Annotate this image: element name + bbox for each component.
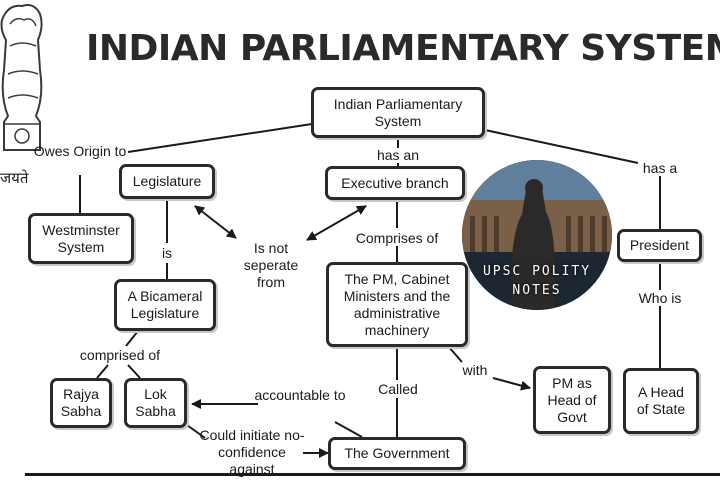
link-no-confidence-against: Could initiate no-confidence against	[199, 427, 305, 477]
arrow-with-pmhead	[492, 377, 531, 391]
link-called: Called	[378, 381, 418, 397]
line-comprised-rajya	[96, 364, 109, 379]
emblem-motto-text: जयते	[0, 170, 29, 187]
bottom-divider	[25, 473, 720, 476]
node-lok-sabha: Lok Sabha	[124, 378, 187, 428]
badge-title: UPSC POLITY NOTES	[482, 264, 592, 298]
ashoka-emblem-icon	[0, 4, 43, 151]
node-legislature: Legislature	[119, 164, 215, 199]
line-bicam-comprised	[125, 330, 139, 347]
node-rajya-sabha: Rajya Sabha	[50, 378, 112, 428]
node-pm-head-of-govt: PM as Head of Govt	[533, 366, 611, 434]
link-with: with	[462, 362, 488, 378]
node-the-government: The Government	[328, 437, 466, 470]
link-comprised-of: comprised of	[79, 347, 161, 363]
upsc-badge: UPSC POLITY NOTES	[462, 160, 612, 310]
line-gov-accountable	[334, 421, 363, 438]
line-root-hasa	[484, 129, 639, 164]
page-title: INDIAN PARLIAMENTARY SYSTEM	[86, 28, 720, 69]
link-owes-origin-to: Owes Origin to	[33, 143, 127, 159]
node-executive-branch: Executive branch	[325, 166, 465, 200]
link-comprises-of: Comprises of	[355, 230, 439, 246]
node-pm-cabinet-ministers: The PM, Cabinet Ministers and the admini…	[326, 262, 468, 347]
line-pm-with	[447, 345, 463, 363]
link-is-not-seperate-from: Is not seperate from	[243, 240, 299, 290]
link-is: is	[161, 245, 173, 261]
node-head-of-state: A Head of State	[623, 368, 699, 434]
link-who-is: Who is	[638, 290, 682, 306]
node-westminster-system: Westminster System	[28, 213, 134, 264]
parliament-statue-photo	[462, 160, 612, 310]
link-has-an: has an	[376, 147, 420, 163]
node-president: President	[617, 229, 702, 262]
node-indian-parliamentary-system: Indian Parliamentary System	[311, 87, 485, 138]
link-accountable-to: accountable to	[254, 387, 346, 403]
line-comprised-lok	[127, 364, 141, 379]
line-root-owes	[127, 123, 313, 153]
node-bicameral-legislature: A Bicameral Legislature	[114, 279, 216, 331]
arrow-leg-notsep	[194, 205, 237, 239]
link-has-a: has a	[642, 160, 678, 176]
arrow-exec-notsep	[306, 205, 367, 241]
